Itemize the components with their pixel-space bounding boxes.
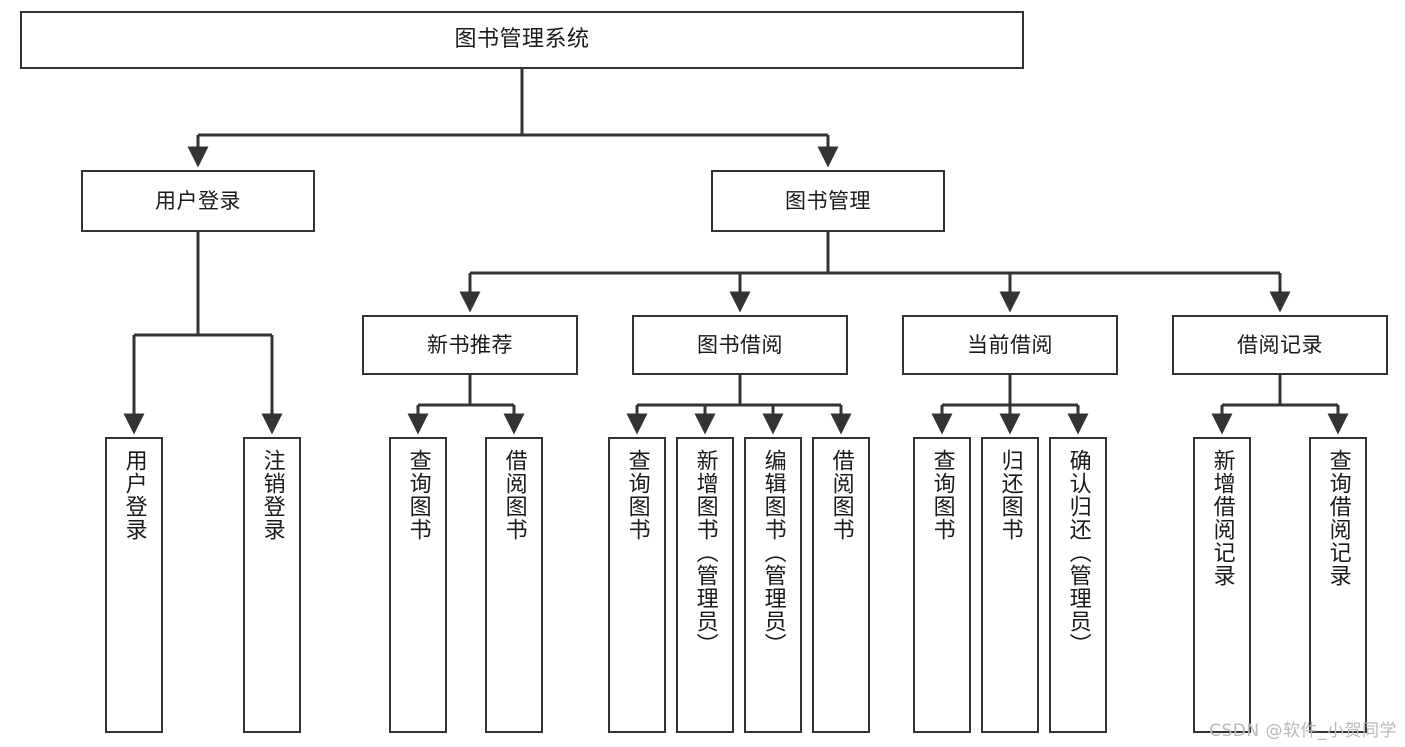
node-leaf-query-book-recommend[interactable]: 查询图书: [389, 437, 447, 733]
node-label: 确认归还（管理员）: [1065, 449, 1091, 656]
node-current-borrow[interactable]: 当前借阅: [902, 315, 1118, 375]
node-label: 新增借阅记录: [1209, 449, 1235, 587]
node-label: 借阅图书: [828, 449, 854, 541]
node-leaf-logout[interactable]: 注销登录: [243, 437, 301, 733]
node-label: 归还图书: [997, 449, 1023, 541]
node-borrow-records[interactable]: 借阅记录: [1172, 315, 1388, 375]
node-label: 图书借阅: [697, 332, 783, 357]
node-label: 用户登录: [121, 449, 147, 541]
node-label: 新增图书（管理员）: [692, 449, 718, 656]
node-label: 借阅记录: [1237, 332, 1323, 357]
watermark-text: CSDN @软件_小贺同学: [1209, 721, 1397, 741]
node-leaf-confirm-return-admin[interactable]: 确认归还（管理员）: [1049, 437, 1107, 733]
node-leaf-borrow-book-recommend[interactable]: 借阅图书: [485, 437, 543, 733]
node-label: 借阅图书: [501, 449, 527, 541]
node-label: 用户登录: [155, 188, 241, 213]
node-leaf-add-book-admin[interactable]: 新增图书（管理员）: [676, 437, 734, 733]
node-book-borrow[interactable]: 图书借阅: [632, 315, 848, 375]
node-label: 查询图书: [624, 449, 650, 541]
node-label: 图书管理: [785, 188, 871, 213]
node-user-login[interactable]: 用户登录: [81, 170, 315, 232]
node-label: 查询图书: [929, 449, 955, 541]
node-label: 新书推荐: [427, 332, 513, 357]
node-book-management[interactable]: 图书管理: [711, 170, 945, 232]
node-label: 注销登录: [259, 449, 285, 541]
node-leaf-user-login[interactable]: 用户登录: [105, 437, 163, 733]
node-leaf-query-book-borrow[interactable]: 查询图书: [608, 437, 666, 733]
node-label: 查询图书: [405, 449, 431, 541]
node-leaf-query-borrow-record[interactable]: 查询借阅记录: [1309, 437, 1367, 733]
node-label: 编辑图书（管理员）: [760, 449, 786, 656]
node-leaf-borrow-book[interactable]: 借阅图书: [812, 437, 870, 733]
node-label: 查询借阅记录: [1325, 449, 1351, 587]
node-label: 当前借阅: [967, 332, 1053, 357]
node-leaf-edit-book-admin[interactable]: 编辑图书（管理员）: [744, 437, 802, 733]
node-leaf-query-book-current[interactable]: 查询图书: [913, 437, 971, 733]
node-leaf-return-book[interactable]: 归还图书: [981, 437, 1039, 733]
node-leaf-add-borrow-record[interactable]: 新增借阅记录: [1193, 437, 1251, 733]
node-new-book-recommend[interactable]: 新书推荐: [362, 315, 578, 375]
node-label: 图书管理系统: [454, 27, 590, 53]
node-root-system[interactable]: 图书管理系统: [20, 11, 1024, 69]
